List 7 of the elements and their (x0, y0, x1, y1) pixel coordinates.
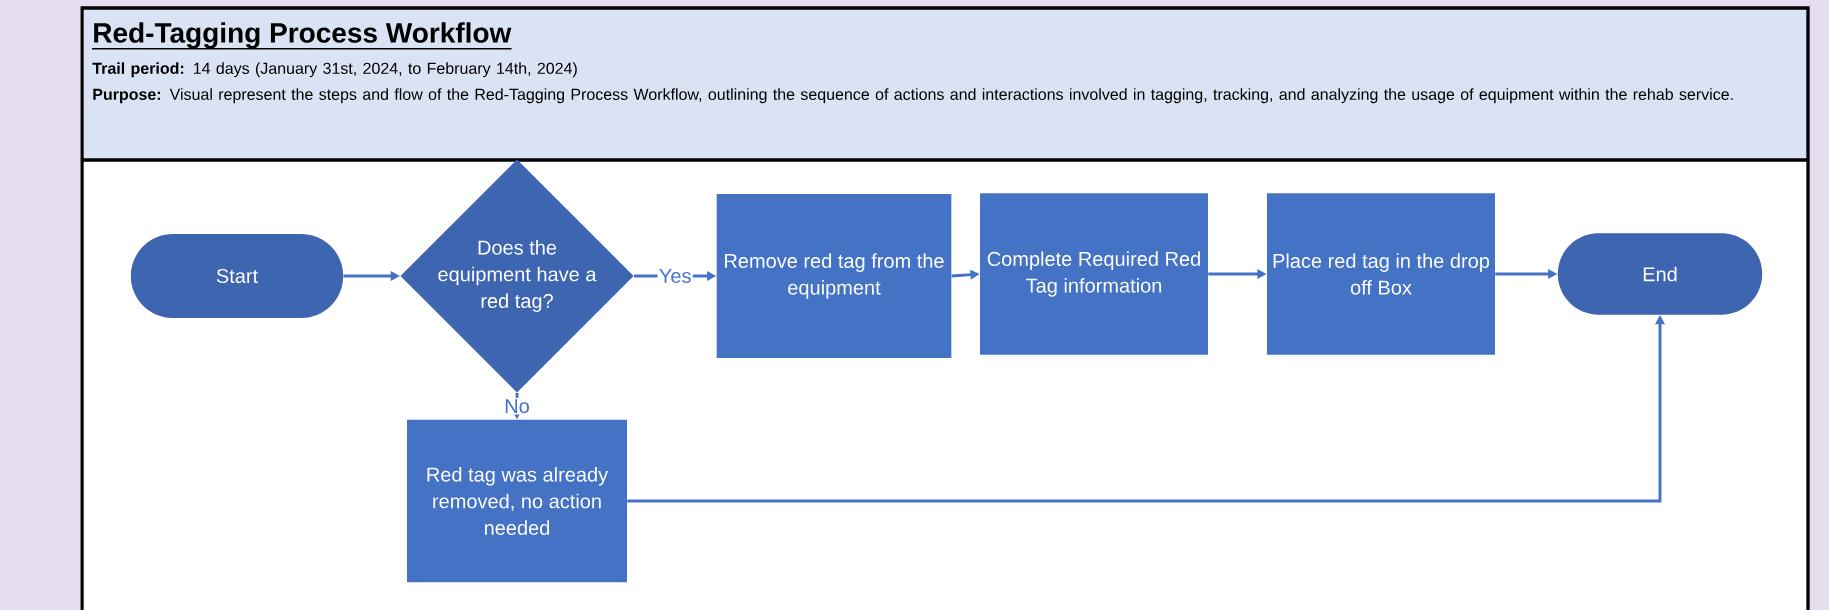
header-text: Purpose: Visual represent the steps and flow of the Red-Tagging Process Workflow, outlining the sequence of actions and interactions involved in tagging, tracking, and analyzing the usage of equipment within the rehab service. (93, 88, 1733, 104)
title: Red-Tagging Process Workflow (91, 22, 513, 50)
header-text: Trail period: 14 days (January 31st, 2024, to February 14th, 2024) (92, 62, 577, 78)
process-box: Red tag was already removed, no action needed (407, 419, 627, 583)
process-box: Place red tag in the drop off Box (1267, 193, 1495, 355)
process-box: Remove red tag from the equipment (716, 194, 952, 358)
process-box: Complete Required Red Tag information (980, 193, 1208, 355)
